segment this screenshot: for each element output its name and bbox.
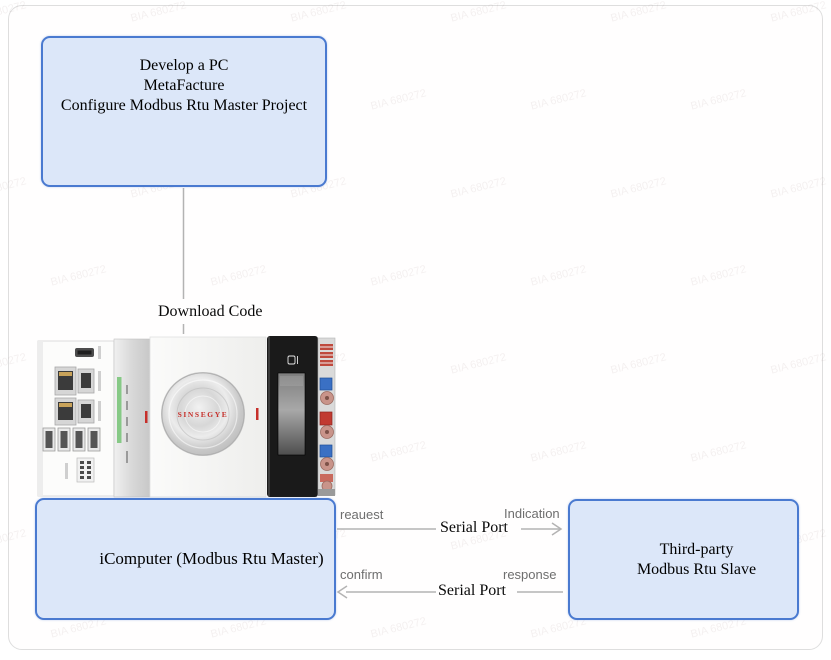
ethernet-ports-lan34-icon	[54, 397, 101, 426]
device-screen	[277, 372, 306, 456]
red-connector-2	[320, 474, 333, 482]
device-display-panel	[267, 336, 318, 497]
red-connector-1	[319, 411, 333, 426]
red-marker-right	[256, 408, 259, 420]
hdmi-port-icon	[75, 346, 101, 359]
modbus-slave-box: Third-party Modbus Rtu Slave	[568, 499, 799, 620]
slave-box-line-1: Third-party	[659, 540, 734, 558]
pc-development-box: Develop a PC MetaFacture Configure Modbu…	[41, 36, 327, 187]
indication-label: Indication	[504, 506, 560, 521]
device-io-terminals	[317, 337, 336, 496]
response-label: response	[503, 567, 557, 582]
device-dial-panel: SINSEGYE	[149, 336, 267, 498]
striped-terminal-blocks	[320, 344, 333, 366]
device-led-strip	[113, 338, 151, 498]
metal-dial	[161, 372, 245, 456]
ethernet-ports-lan12-icon	[54, 366, 101, 396]
blue-connector-1	[319, 377, 333, 391]
red-marker-left	[145, 411, 148, 423]
modbus-master-box: iComputer (Modbus Rtu Master)	[35, 498, 336, 620]
confirm-label: confirm	[340, 567, 383, 582]
green-led-bar	[117, 377, 122, 443]
response-serial-port-label: Serial Port	[438, 582, 506, 599]
terminal-end-cap	[318, 489, 335, 496]
pc-box-line-1: Develop a PC	[139, 57, 229, 74]
master-box-label: iComputer (Modbus Rtu Master)	[99, 549, 324, 568]
device-port-panel	[37, 340, 115, 497]
icomputer-device-image: SINSEGYE	[37, 336, 336, 498]
blue-connector-2	[319, 444, 333, 458]
usb-ports-icon	[42, 427, 101, 452]
com-can-terminal-icon	[65, 457, 95, 483]
device-logo-mark	[287, 355, 298, 365]
request-label: reauest	[340, 507, 384, 522]
pc-box-line-2: MetaFacture	[143, 77, 225, 94]
pc-box-line-3: Configure Modbus Rtu Master Project	[60, 97, 308, 114]
request-serial-port-label: Serial Port	[440, 519, 508, 536]
download-code-label: Download Code	[158, 303, 263, 320]
slave-box-line-2: Modbus Rtu Slave	[636, 560, 757, 578]
device-brand-text: SINSEGYE	[178, 410, 229, 419]
